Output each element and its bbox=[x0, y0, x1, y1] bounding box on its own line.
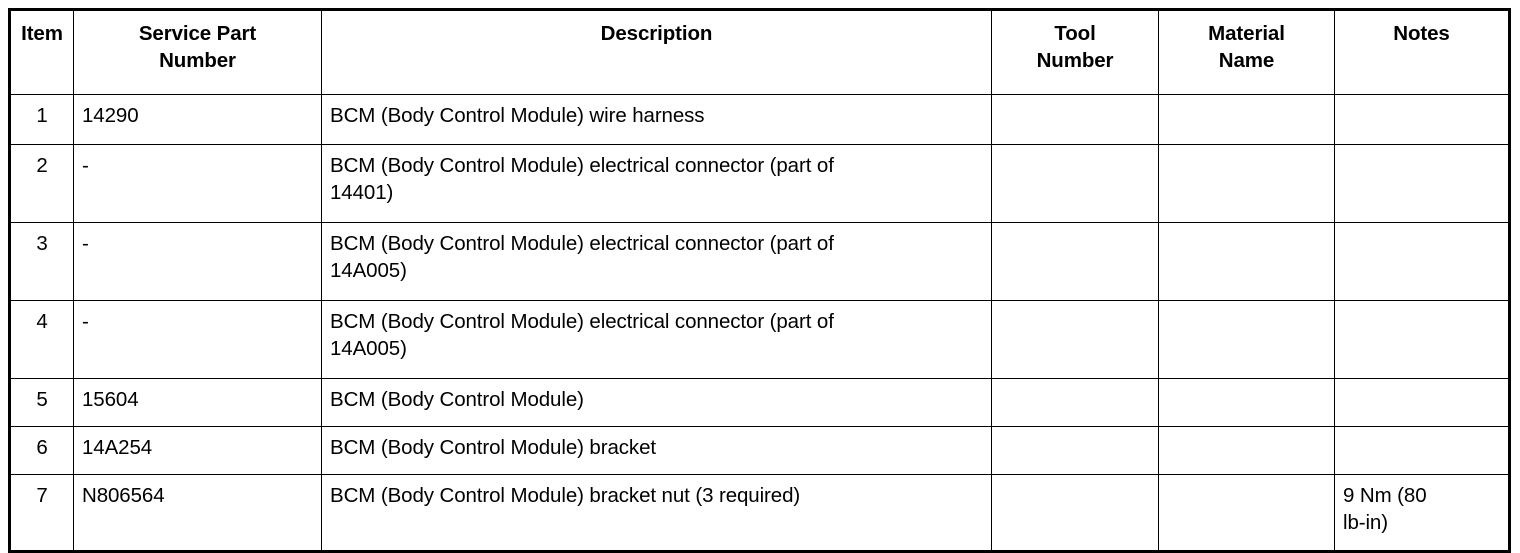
column-header-service-part-number: Service Part Number bbox=[73, 9, 322, 95]
table-header: Item Service Part Number Description Too… bbox=[9, 9, 1510, 95]
cell-notes: 9 Nm (80 lb-in) bbox=[1334, 474, 1510, 552]
cell-item: 7 bbox=[9, 474, 74, 552]
table-row: 2 - BCM (Body Control Module) electrical… bbox=[9, 144, 1510, 223]
cell-notes bbox=[1334, 300, 1510, 379]
cell-description: BCM (Body Control Module) bbox=[321, 378, 992, 427]
table-row: 1 14290 BCM (Body Control Module) wire h… bbox=[9, 94, 1510, 145]
column-header-description-label: Description bbox=[600, 22, 713, 45]
table-row: 7 N806564 BCM (Body Control Module) brac… bbox=[9, 474, 1510, 552]
cell-item: 4 bbox=[9, 300, 74, 379]
column-header-notes-label: Notes bbox=[1393, 22, 1450, 45]
table-row: 3 - BCM (Body Control Module) electrical… bbox=[9, 222, 1510, 301]
cell-item: 2 bbox=[9, 144, 74, 223]
cell-description-line2: 14401) bbox=[330, 181, 394, 205]
column-header-service-part-number-label-line1: Service Part bbox=[138, 22, 257, 45]
column-header-service-part-number-label-line2: Number bbox=[159, 49, 236, 73]
column-header-tool-number-label-line2: Number bbox=[1036, 49, 1114, 73]
cell-material-name bbox=[1158, 300, 1335, 379]
cell-tool-number bbox=[991, 378, 1159, 427]
column-header-notes: Notes bbox=[1334, 9, 1510, 95]
header-row: Item Service Part Number Description Too… bbox=[9, 9, 1510, 95]
cell-item: 1 bbox=[9, 94, 74, 145]
column-header-item: Item bbox=[9, 9, 74, 95]
cell-tool-number bbox=[991, 144, 1159, 223]
cell-tool-number bbox=[991, 474, 1159, 552]
cell-service-part-number: N806564 bbox=[73, 474, 322, 552]
cell-service-part-number: - bbox=[73, 222, 322, 301]
cell-service-part-number: 14A254 bbox=[73, 426, 322, 475]
cell-service-part-number: - bbox=[73, 300, 322, 379]
cell-notes bbox=[1334, 378, 1510, 427]
cell-tool-number bbox=[991, 222, 1159, 301]
cell-item: 5 bbox=[9, 378, 74, 427]
cell-description: BCM (Body Control Module) bracket nut (3… bbox=[321, 474, 992, 552]
table-row: 5 15604 BCM (Body Control Module) bbox=[9, 378, 1510, 427]
cell-notes bbox=[1334, 426, 1510, 475]
cell-description: BCM (Body Control Module) electrical con… bbox=[321, 222, 992, 301]
cell-notes bbox=[1334, 94, 1510, 145]
cell-service-part-number: - bbox=[73, 144, 322, 223]
cell-description: BCM (Body Control Module) bracket bbox=[321, 426, 992, 475]
cell-notes bbox=[1334, 144, 1510, 223]
cell-material-name bbox=[1158, 474, 1335, 552]
cell-item: 6 bbox=[9, 426, 74, 475]
cell-description-line1: BCM (Body Control Module) bbox=[330, 388, 584, 411]
cell-tool-number bbox=[991, 94, 1159, 145]
cell-tool-number bbox=[991, 426, 1159, 475]
cell-item: 3 bbox=[9, 222, 74, 301]
cell-material-name bbox=[1158, 222, 1335, 301]
cell-description-line2: 14A005) bbox=[330, 259, 407, 283]
column-header-material-name-label-line1: Material bbox=[1208, 22, 1285, 45]
column-header-description: Description bbox=[321, 9, 992, 95]
cell-material-name bbox=[1158, 378, 1335, 427]
cell-material-name bbox=[1158, 94, 1335, 145]
cell-description-line1: BCM (Body Control Module) wire harness bbox=[330, 104, 705, 127]
column-header-material-name-label-line2: Name bbox=[1218, 49, 1275, 73]
cell-description: BCM (Body Control Module) electrical con… bbox=[321, 144, 992, 223]
cell-material-name bbox=[1158, 144, 1335, 223]
cell-notes-line1: 9 Nm (80 bbox=[1343, 484, 1427, 507]
cell-description-line1: BCM (Body Control Module) bracket nut (3… bbox=[330, 484, 801, 507]
cell-description-line1: BCM (Body Control Module) bracket bbox=[330, 436, 656, 459]
cell-notes bbox=[1334, 222, 1510, 301]
cell-service-part-number: 15604 bbox=[73, 378, 322, 427]
cell-description-line1: BCM (Body Control Module) electrical con… bbox=[330, 154, 834, 177]
cell-material-name bbox=[1158, 426, 1335, 475]
cell-service-part-number: 14290 bbox=[73, 94, 322, 145]
column-header-item-label: Item bbox=[21, 22, 63, 45]
column-header-tool-number: Tool Number bbox=[991, 9, 1159, 95]
cell-description: BCM (Body Control Module) electrical con… bbox=[321, 300, 992, 379]
table-row: 6 14A254 BCM (Body Control Module) brack… bbox=[9, 426, 1510, 475]
table-row: 4 - BCM (Body Control Module) electrical… bbox=[9, 300, 1510, 379]
cell-tool-number bbox=[991, 300, 1159, 379]
column-header-tool-number-label-line1: Tool bbox=[1054, 22, 1096, 45]
cell-description-line2: 14A005) bbox=[330, 337, 407, 361]
cell-description-line1: BCM (Body Control Module) electrical con… bbox=[330, 232, 834, 255]
column-header-material-name: Material Name bbox=[1158, 9, 1335, 95]
bcm-service-parts-table: Item Service Part Number Description Too… bbox=[8, 8, 1511, 553]
cell-notes-line2: lb-in) bbox=[1343, 511, 1388, 535]
table-body: 1 14290 BCM (Body Control Module) wire h… bbox=[9, 94, 1510, 552]
cell-description-line1: BCM (Body Control Module) electrical con… bbox=[330, 310, 834, 333]
cell-description: BCM (Body Control Module) wire harness bbox=[321, 94, 992, 145]
